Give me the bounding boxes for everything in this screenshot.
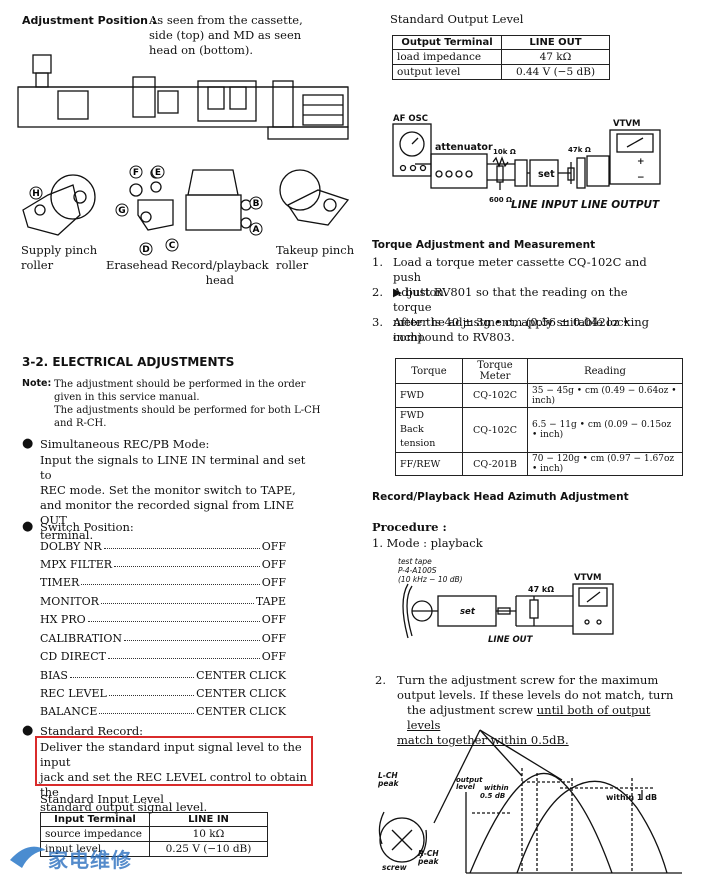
- azimuth-step-2: Turn the adjustment screw for the maximu…: [397, 673, 674, 747]
- point-c: C: [169, 241, 176, 251]
- point-b: B: [253, 199, 260, 209]
- screw-label: screw: [382, 863, 407, 872]
- line-output-label: LINE OUTPUT: [581, 199, 660, 211]
- r47k-label: 47 kΩ: [528, 585, 554, 594]
- test-tape-spec: (10 kHz − 10 dB): [398, 575, 463, 584]
- azimuth-step-2-num: 2.: [375, 673, 386, 687]
- vtvm-label: VTVM: [574, 573, 601, 583]
- azimuth-peak-graph: L-CH peak R-CH peak output level within …: [377, 729, 682, 874]
- switch-position-title: Switch Position:: [40, 520, 134, 534]
- mechanism-head-view-drawing: H F E G D C B A: [22, 165, 350, 256]
- output-level-label: output: [456, 776, 483, 784]
- torque-step-3: After the adjustment, apply suitable loc…: [393, 315, 650, 344]
- line-out-label: LINE OUT: [488, 635, 534, 645]
- torque-step-1: Load a torque meter cassette CQ-102C and…: [393, 255, 647, 299]
- point-f: F: [133, 168, 139, 178]
- site-watermark: 家电维修: [8, 838, 158, 872]
- point-a: A: [253, 225, 260, 235]
- takeup-roller-label: Takeup pinch roller: [276, 243, 355, 272]
- torque-title: Torque Adjustment and Measurement: [372, 239, 596, 251]
- point-e: E: [155, 168, 161, 178]
- std-input-title: Standard Input Level: [40, 792, 164, 806]
- mechanism-top-view-drawing: [17, 54, 349, 140]
- svg-text:+: +: [637, 157, 645, 167]
- r10k-label: 10k Ω: [493, 148, 516, 156]
- procedure-label: Procedure :: [372, 520, 447, 534]
- standard-record-title: Standard Record:: [40, 724, 144, 738]
- std-output-title: Standard Output Level: [390, 12, 524, 26]
- within-05-label: within: [484, 784, 509, 792]
- within-1-label: within 1 dB: [606, 793, 657, 802]
- set-label: set: [460, 607, 476, 617]
- torque-table: Torque Torque Meter Reading FWD CQ-102C …: [395, 358, 683, 476]
- output-level-label-2: level: [456, 783, 475, 791]
- standard-record-highlight-box: Deliver the standard input signal level …: [35, 736, 313, 814]
- af-osc-label: AF OSC: [393, 114, 428, 124]
- erasehead-label: Erasehead: [106, 258, 168, 272]
- within-05-value: 0.5 dB: [480, 792, 505, 800]
- section-title: 3-2. ELECTRICAL ADJUSTMENTS: [22, 355, 235, 369]
- vtvm-label: VTVM: [613, 119, 640, 129]
- torque-step-1-num: 1.: [372, 255, 383, 269]
- torque-step-2: Adjust RV801 so that the reading on the …: [393, 285, 630, 344]
- sim-mode-block: Simultaneous REC/PB Mode: Input the sign…: [40, 437, 306, 542]
- r47k-label: 47k Ω: [568, 146, 591, 154]
- lch-label: L-CH: [378, 771, 398, 780]
- point-g: G: [118, 206, 125, 216]
- lch-peak-label: peak: [377, 779, 400, 788]
- set-label: set: [538, 169, 555, 180]
- point-h: H: [32, 189, 40, 199]
- azimuth-title: Record/Playback Head Azimuth Adjustment: [372, 491, 629, 503]
- playback-circuit-diagram: test tape P-4-A100S (10 kHz − 10 dB) set…: [398, 557, 614, 645]
- recplay-head-label: Record/playback head: [171, 258, 269, 287]
- rch-label: R-CH: [418, 849, 439, 858]
- r600-label: 600 Ω: [489, 196, 512, 204]
- bullet-dot: ●: [22, 519, 34, 534]
- torque-step-3-num: 3.: [372, 315, 383, 329]
- attenuator-label: attenuator: [435, 142, 493, 153]
- line-input-label: LINE INPUT: [511, 199, 578, 211]
- watermark-logo-icon: [10, 846, 46, 868]
- supply-roller-label: Supply pinch roller: [21, 243, 98, 272]
- torque-step-2-num: 2.: [372, 285, 383, 299]
- rec-level-circuit-diagram: AF OSC attenuator 10k Ω 600 Ω set 47k Ω …: [392, 114, 661, 211]
- point-d: D: [142, 245, 149, 255]
- svg-text:−: −: [637, 173, 645, 183]
- bullet-dot: ●: [22, 723, 34, 738]
- bullet-dot: ●: [22, 436, 34, 451]
- rch-peak-label: peak: [417, 857, 440, 866]
- adjustment-position-label: Adjustment Position :: [22, 14, 157, 27]
- azimuth-step-1: 1. Mode : playback: [372, 536, 483, 550]
- note-text: The adjustment should be performed in th…: [54, 379, 321, 429]
- test-tape-name: P-4-A100S: [398, 566, 437, 575]
- test-tape-label: test tape: [398, 557, 432, 566]
- note-label: Note:: [22, 378, 52, 389]
- adjustment-position-text: As seen from the cassette, side (top) an…: [149, 13, 303, 57]
